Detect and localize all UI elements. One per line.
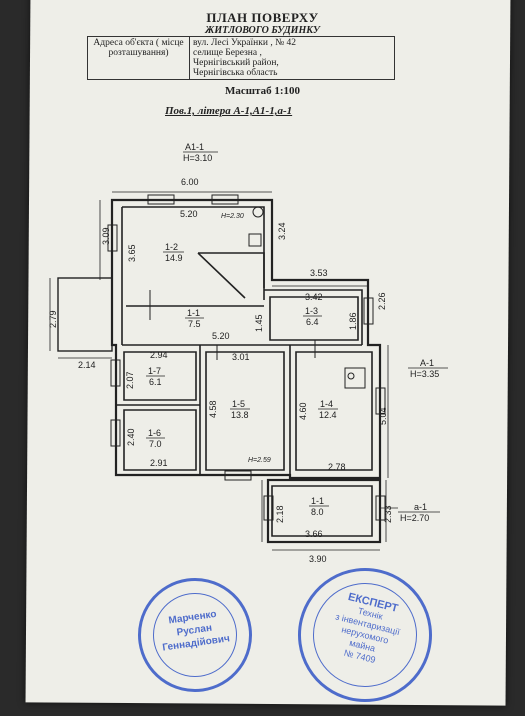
- dim-218: 2.18: [275, 505, 285, 523]
- document-subtitle: ЖИТЛОВОГО БУДИНКУ: [205, 25, 320, 36]
- dim-inner-520: 5.20: [180, 209, 198, 219]
- dim-301: 3.01: [232, 352, 250, 362]
- dim-inner-520b: 5.20: [212, 331, 230, 341]
- dim-390: 3.90: [309, 554, 327, 564]
- dim-291: 2.91: [150, 458, 168, 468]
- room-id: 1-4: [320, 399, 333, 409]
- height-259: Н=2.59: [248, 457, 271, 464]
- height-230: Н=2.30: [221, 213, 244, 220]
- label-a1-height: Н=3.10: [183, 153, 212, 163]
- room-area: 6.4: [306, 317, 319, 327]
- floor-label: Пов.1, літера А-1,А1-1,а-1: [165, 105, 293, 117]
- scale-label: Масштаб 1:100: [224, 85, 300, 97]
- dim-left: 3.09: [101, 227, 111, 245]
- room-id: 1-6: [148, 428, 161, 438]
- room-area: 7.0: [149, 439, 162, 449]
- room-area: 13.8: [231, 410, 249, 420]
- room-id: 1-3: [305, 306, 318, 316]
- dim-186: 1.86: [348, 312, 358, 330]
- dim-294: 2.94: [150, 350, 168, 360]
- interior-walls: [116, 206, 373, 537]
- room-area: 12.4: [319, 410, 337, 420]
- room-id: 1-1: [311, 496, 324, 506]
- dim-214: 2.14: [78, 360, 96, 370]
- dim-458: 4.58: [208, 400, 218, 418]
- address-line: Чернігівський район,: [193, 58, 279, 68]
- dimension-texts: 6.00 3.09 3.65 5.20 Н=2.30 3.24 3.53 3.4…: [48, 177, 393, 564]
- address-line: селище Березна ,: [193, 48, 262, 58]
- room-id: 1-5: [232, 399, 245, 409]
- plan-labels: А1-1 Н=3.10 А-1 Н=3.35 а-1 Н=2.70: [183, 142, 448, 523]
- room-id: 1-7: [148, 366, 161, 376]
- room-area: 7.5: [188, 319, 201, 329]
- dim-240: 2.40: [126, 428, 136, 446]
- dim-top: 6.00: [181, 177, 199, 187]
- exterior-walls: [57, 198, 382, 544]
- dim-278: 2.78: [328, 462, 346, 472]
- dim-504: 5.04: [378, 407, 388, 425]
- label-a1: А1-1: [185, 142, 204, 152]
- address-label: Адреса об'єкта ( місце розташування): [87, 36, 190, 80]
- dim-right-324: 3.24: [277, 222, 287, 240]
- address-table: Адреса об'єкта ( місце розташування) вул…: [87, 36, 395, 80]
- address-line: Чернігівська область: [193, 68, 278, 78]
- address-line: вул. Лесі Українки , № 42: [193, 38, 297, 48]
- dim-366: 3.66: [305, 529, 323, 539]
- room-area: 8.0: [311, 507, 324, 517]
- dim-460: 4.60: [298, 402, 308, 420]
- dim-left-inner: 3.65: [127, 244, 137, 262]
- dim-145: 1.45: [254, 314, 264, 332]
- dim-233: 2.33: [383, 505, 393, 523]
- dimension-lines: [49, 191, 398, 551]
- dim-353: 3.53: [310, 268, 328, 278]
- dim-207: 2.07: [125, 371, 135, 389]
- room-labels: 1-2 14.9 1-1 7.5 1-3 6.4 1-7 6.1 1-5 13.…: [146, 242, 338, 517]
- dim-342: 3.42: [305, 292, 323, 302]
- label-a-small-height: Н=2.70: [400, 513, 429, 523]
- room-id: 1-1: [187, 308, 200, 318]
- dim-226: 2.26: [377, 292, 387, 310]
- label-a-small: а-1: [414, 502, 427, 512]
- floor-plan: А1-1 Н=3.10 А-1 Н=3.35 а-1 Н=2.70 6.00 3…: [0, 0, 525, 700]
- room-id: 1-2: [165, 242, 178, 252]
- label-a: А-1: [420, 358, 434, 368]
- dim-279: 2.79: [48, 310, 58, 328]
- label-a-height: Н=3.35: [410, 369, 439, 379]
- room-area: 14.9: [165, 253, 183, 263]
- document-title: ПЛАН ПОВЕРХУ: [206, 10, 319, 25]
- address-value: вул. Лесі Українки , № 42 селище Березна…: [189, 36, 395, 80]
- room-area: 6.1: [149, 377, 162, 387]
- fixtures: [149, 206, 366, 389]
